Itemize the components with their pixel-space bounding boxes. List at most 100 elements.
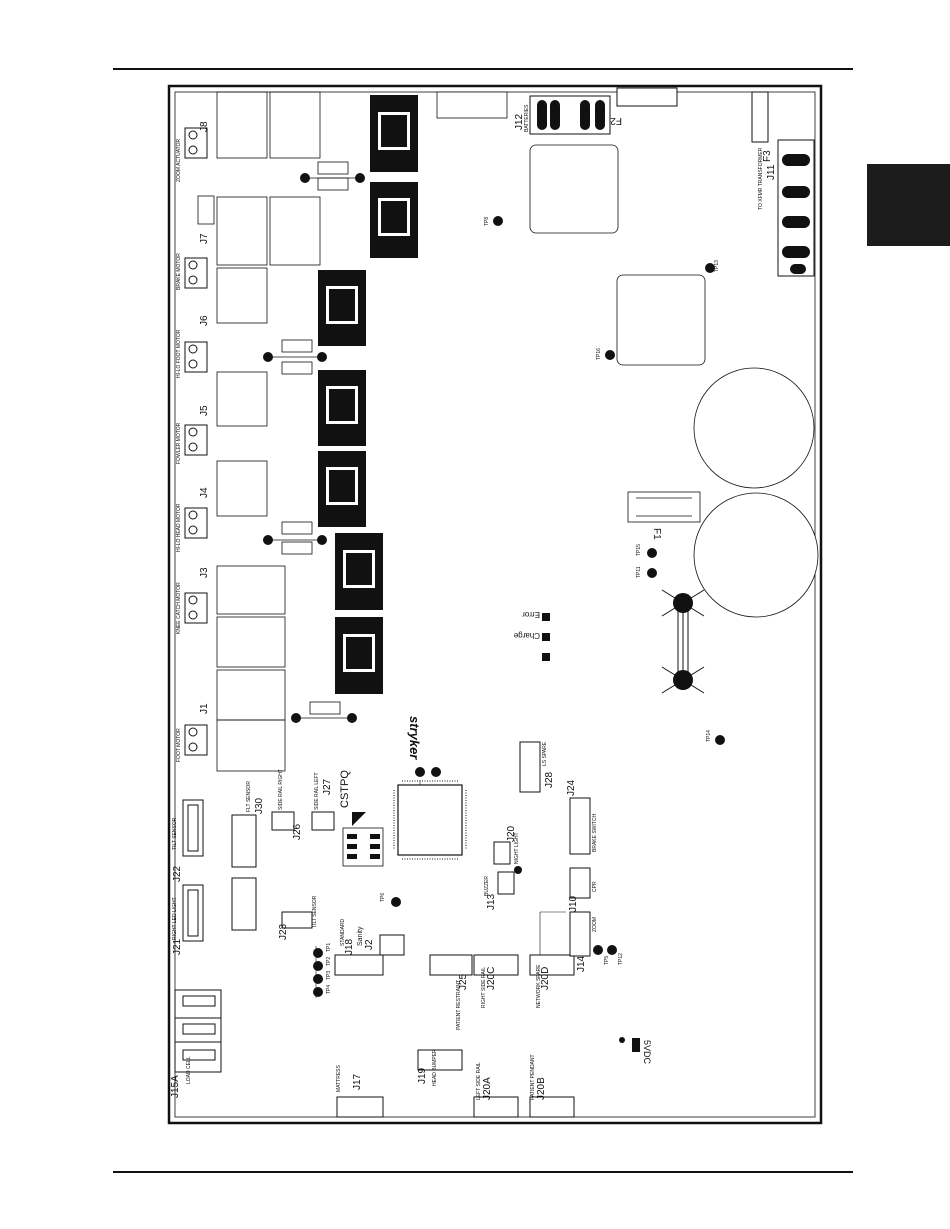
connector-j10: J10 CPR bbox=[568, 867, 598, 912]
connector-j11: J11 TO XFMR TRANSFORMER bbox=[758, 139, 815, 277]
connector-id: J19 bbox=[417, 1067, 428, 1084]
fuse-f2 bbox=[616, 87, 678, 107]
connector-j5: FOWLER MOTOR J5 bbox=[176, 405, 210, 464]
charge-led bbox=[542, 633, 550, 641]
test-point-tp8: TP8 bbox=[484, 216, 503, 226]
connector-label: BATTERIES bbox=[524, 104, 530, 132]
svg-text:TP2: TP2 bbox=[326, 957, 332, 966]
connector-label: BUZZER bbox=[484, 876, 490, 896]
connector-id: J21 bbox=[172, 938, 183, 955]
connector-id: J14 bbox=[576, 955, 587, 972]
fuse-holder-top bbox=[436, 91, 508, 119]
connector-j24: J24 BRAKE SWITCH bbox=[566, 779, 598, 855]
connector-id: J24 bbox=[566, 779, 577, 796]
connector-j23: J23 TILT SENSOR bbox=[231, 877, 318, 940]
heatsink-bridge bbox=[661, 589, 705, 694]
regulator-block bbox=[616, 274, 706, 366]
fuse-label: F2 bbox=[610, 115, 622, 126]
test-point-tp14: TP14 bbox=[706, 730, 725, 745]
connector-id: J1 bbox=[199, 703, 210, 714]
connector-j20b: J20B PATIENT PENDANT bbox=[529, 1054, 575, 1118]
svg-text:TP16: TP16 bbox=[596, 348, 602, 360]
transformer-block bbox=[529, 144, 619, 234]
connector-id: J11 bbox=[766, 164, 777, 180]
connector-label: BRAKE SWITCH bbox=[592, 814, 598, 852]
connector-id: J18 bbox=[344, 938, 355, 955]
connector-label: FLT SENSOR bbox=[246, 781, 252, 812]
connector-label: SIDE RAIL RIGHT bbox=[278, 769, 284, 810]
connector-j21: J21 RIGHT LED LIGHT bbox=[172, 884, 204, 955]
connector-id: J13 bbox=[486, 893, 497, 910]
5vdc-led-label: 5VDC bbox=[642, 1040, 652, 1065]
connector-j27: J27 SIDE RAIL LEFT bbox=[311, 772, 335, 831]
connector-j3: KNEE CATCH MOTOR J3 bbox=[176, 567, 210, 634]
connector-label: NIGHT LIGHT bbox=[514, 832, 520, 864]
connector-label: RIGHT LED LIGHT bbox=[172, 897, 178, 940]
test-point-tp12: TP12 bbox=[607, 945, 624, 965]
connector-label: FOOT MOTOR bbox=[176, 728, 182, 762]
connector-label: PATIENT RESTRAINT bbox=[456, 980, 462, 1030]
connector-j19: J19 HEAD BUMPER bbox=[417, 1049, 463, 1086]
connector-id: J23 bbox=[278, 923, 289, 940]
connector-id: J15A bbox=[170, 1075, 181, 1098]
connector-label: LS SPARE bbox=[542, 741, 548, 766]
test-point-tp5: TP5 bbox=[593, 945, 610, 965]
fuse-label: F1 bbox=[651, 528, 662, 540]
connector-id: J17 bbox=[352, 1073, 363, 1090]
svg-text:TP3: TP3 bbox=[326, 971, 332, 980]
connector-label: TILT SENSOR bbox=[172, 817, 178, 850]
relay-bank bbox=[197, 91, 321, 772]
connector-j20: J20 NIGHT LIGHT bbox=[493, 825, 520, 865]
connector-j8: ZOOM ACTUATOR J8 bbox=[176, 121, 210, 182]
connector-j30: J30 FLT SENSOR bbox=[231, 781, 265, 868]
connector-label: LOAD CELL bbox=[186, 1056, 192, 1084]
connector-id: J22 bbox=[172, 865, 183, 882]
connector-id: J20D bbox=[540, 967, 551, 990]
connector-id: J30 bbox=[254, 797, 265, 814]
connector-j20c: J20C RIGHT SIDE RAIL bbox=[473, 954, 519, 1008]
connector-id: J4 bbox=[199, 487, 210, 498]
connector-label: NETWORK SPARE bbox=[536, 964, 542, 1008]
capacitor-2 bbox=[693, 492, 819, 618]
connector-label: RIGHT SIDE RAIL bbox=[481, 967, 487, 1008]
error-led bbox=[542, 613, 550, 621]
test-point-tp13: TP13 bbox=[705, 260, 720, 273]
fuse-f1 bbox=[627, 491, 701, 523]
test-point bbox=[514, 866, 522, 874]
connector-j17: J17 MATTRESS bbox=[336, 1064, 384, 1118]
connector-j26: J26 SIDE RAIL RIGHT bbox=[271, 769, 303, 840]
connector-label: ZOOM ACTUATOR bbox=[176, 138, 182, 182]
connector-j12: J12 BATTERIES bbox=[514, 95, 611, 135]
connector-label: TO XFMR TRANSFORMER bbox=[758, 147, 764, 210]
connector-j20d: J20D NETWORK SPARE bbox=[529, 954, 575, 1008]
diode-lead-dots bbox=[263, 173, 365, 723]
svg-text:TP1: TP1 bbox=[326, 943, 332, 952]
connector-j15a: J15A LOAD CELL bbox=[170, 989, 222, 1098]
connector-j2: J2 Sanity bbox=[357, 926, 405, 956]
test-point bbox=[415, 767, 425, 777]
charge-led-2 bbox=[542, 653, 550, 661]
connector-id: J20 bbox=[506, 825, 517, 842]
connector-id: J20B bbox=[536, 1077, 547, 1100]
svg-text:TP15: TP15 bbox=[636, 544, 642, 556]
svg-text:TP6: TP6 bbox=[380, 893, 386, 902]
connector-label: TILT SENSOR bbox=[312, 895, 318, 928]
connector-label: MATTRESS bbox=[336, 1064, 342, 1092]
test-point-tp4: TP4 bbox=[313, 985, 332, 997]
connector-label: PATIENT PENDANT bbox=[530, 1054, 536, 1100]
test-point-tp6: TP6 bbox=[380, 893, 401, 907]
charge-led-label: Charge bbox=[513, 631, 540, 640]
connector-j22: J22 TILT SENSOR bbox=[172, 799, 204, 882]
ic-chip-small bbox=[342, 827, 384, 867]
5vdc-led bbox=[632, 1038, 640, 1052]
connector-j7: BRAKE MOTOR J7 bbox=[176, 233, 210, 290]
connector-label: HI-LO FOOT MOTOR bbox=[176, 329, 182, 378]
connector-id: J20C bbox=[486, 967, 497, 990]
diode-pairs bbox=[268, 161, 360, 719]
connector-j18: J18 STANDARD bbox=[334, 918, 384, 976]
connector-j6: HI-LO FOOT MOTOR J6 bbox=[176, 315, 210, 378]
cstpq-mark bbox=[352, 812, 366, 826]
connector-id: J3 bbox=[199, 567, 210, 578]
connector-label: HI-LO HEAD MOTOR bbox=[176, 503, 182, 552]
